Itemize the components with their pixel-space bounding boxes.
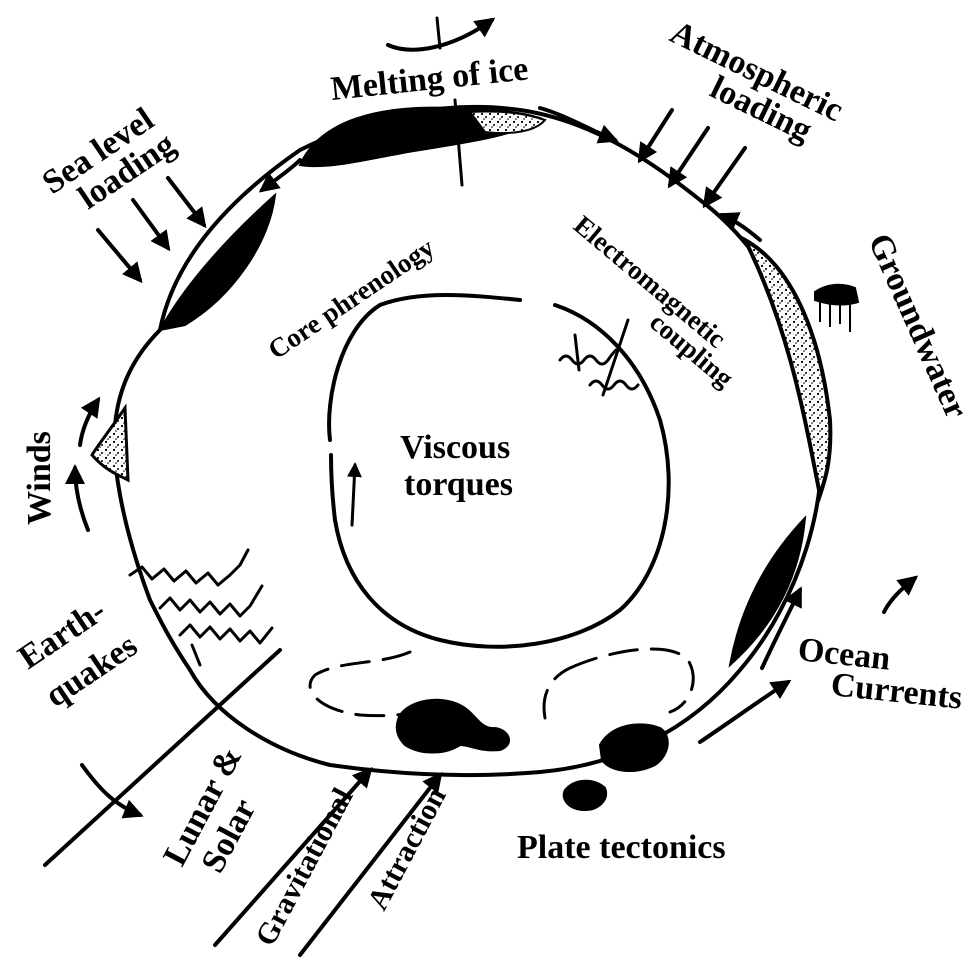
- groundwater-band: [745, 240, 830, 495]
- label-plate-tectonics: Plate tectonics: [517, 829, 726, 866]
- ocean-arrow-3: [884, 578, 915, 612]
- sea-arrow-2: [133, 200, 168, 248]
- quake-zigzag-3: [180, 625, 272, 665]
- atm-arrow-3: [705, 148, 745, 205]
- sea-arrow-1: [98, 230, 140, 280]
- sea-arrow-3: [168, 178, 204, 225]
- label-gravitational: Gravitational: [249, 783, 360, 952]
- quake-zigzag-2: [160, 586, 262, 616]
- tectonic-blob-right: [600, 724, 668, 771]
- label-groundwater: Groundwater: [861, 228, 968, 424]
- winds-arrow-down: [75, 468, 88, 530]
- winds-arrow-up: [80, 400, 98, 445]
- atm-arrow-2: [670, 128, 708, 185]
- em-coupling-wiggle-1: [560, 335, 616, 370]
- atm-arrow-1: [640, 110, 672, 160]
- ocean-lens: [730, 518, 805, 665]
- groundwater-icon: [815, 285, 858, 332]
- quake-zigzag-1: [130, 550, 248, 585]
- em-coupling-wiggle-2: [590, 320, 638, 395]
- tectonic-blob-small: [564, 781, 606, 810]
- label-melting-of-ice: Melting of ice: [329, 50, 530, 108]
- rotation-arrow-top-tick: [437, 18, 440, 48]
- label-attraction: Attraction: [361, 782, 453, 915]
- rotation-arrow-bottom: [82, 765, 140, 815]
- ice-melt-right-arrow: [540, 108, 615, 140]
- sea-level-lens: [160, 195, 275, 330]
- label-torques: torques: [404, 466, 513, 503]
- core-flow-arrow: [352, 465, 355, 525]
- convection-loop-right: [544, 649, 693, 718]
- winds-bump: [92, 408, 128, 480]
- label-viscous: Viscous: [400, 429, 510, 466]
- tectonic-blob-left: [397, 700, 509, 753]
- ocean-arrow-2: [700, 682, 788, 742]
- label-winds: Winds: [21, 431, 58, 525]
- label-currents: Currents: [829, 666, 964, 717]
